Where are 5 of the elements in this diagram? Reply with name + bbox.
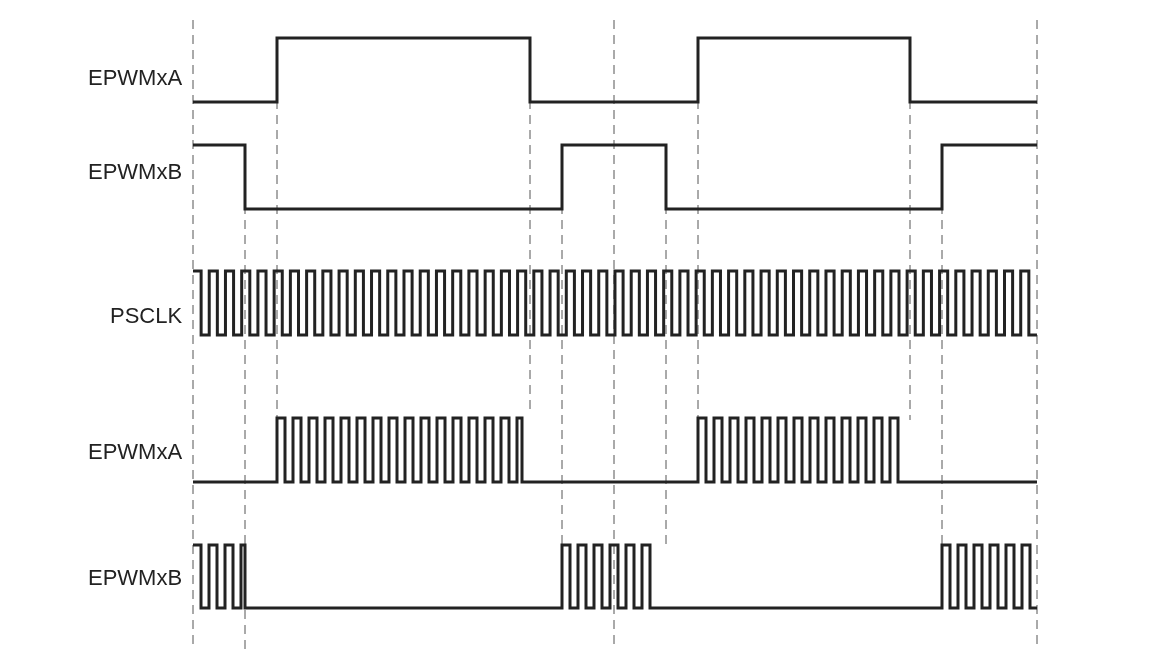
signal-label: EPWMxA bbox=[88, 439, 183, 465]
signal-label: EPWMxB bbox=[88, 159, 183, 185]
signal-label: EPWMxB bbox=[88, 565, 183, 591]
signal-label: EPWMxA bbox=[88, 65, 183, 91]
signal-label: PSCLK bbox=[110, 303, 183, 329]
